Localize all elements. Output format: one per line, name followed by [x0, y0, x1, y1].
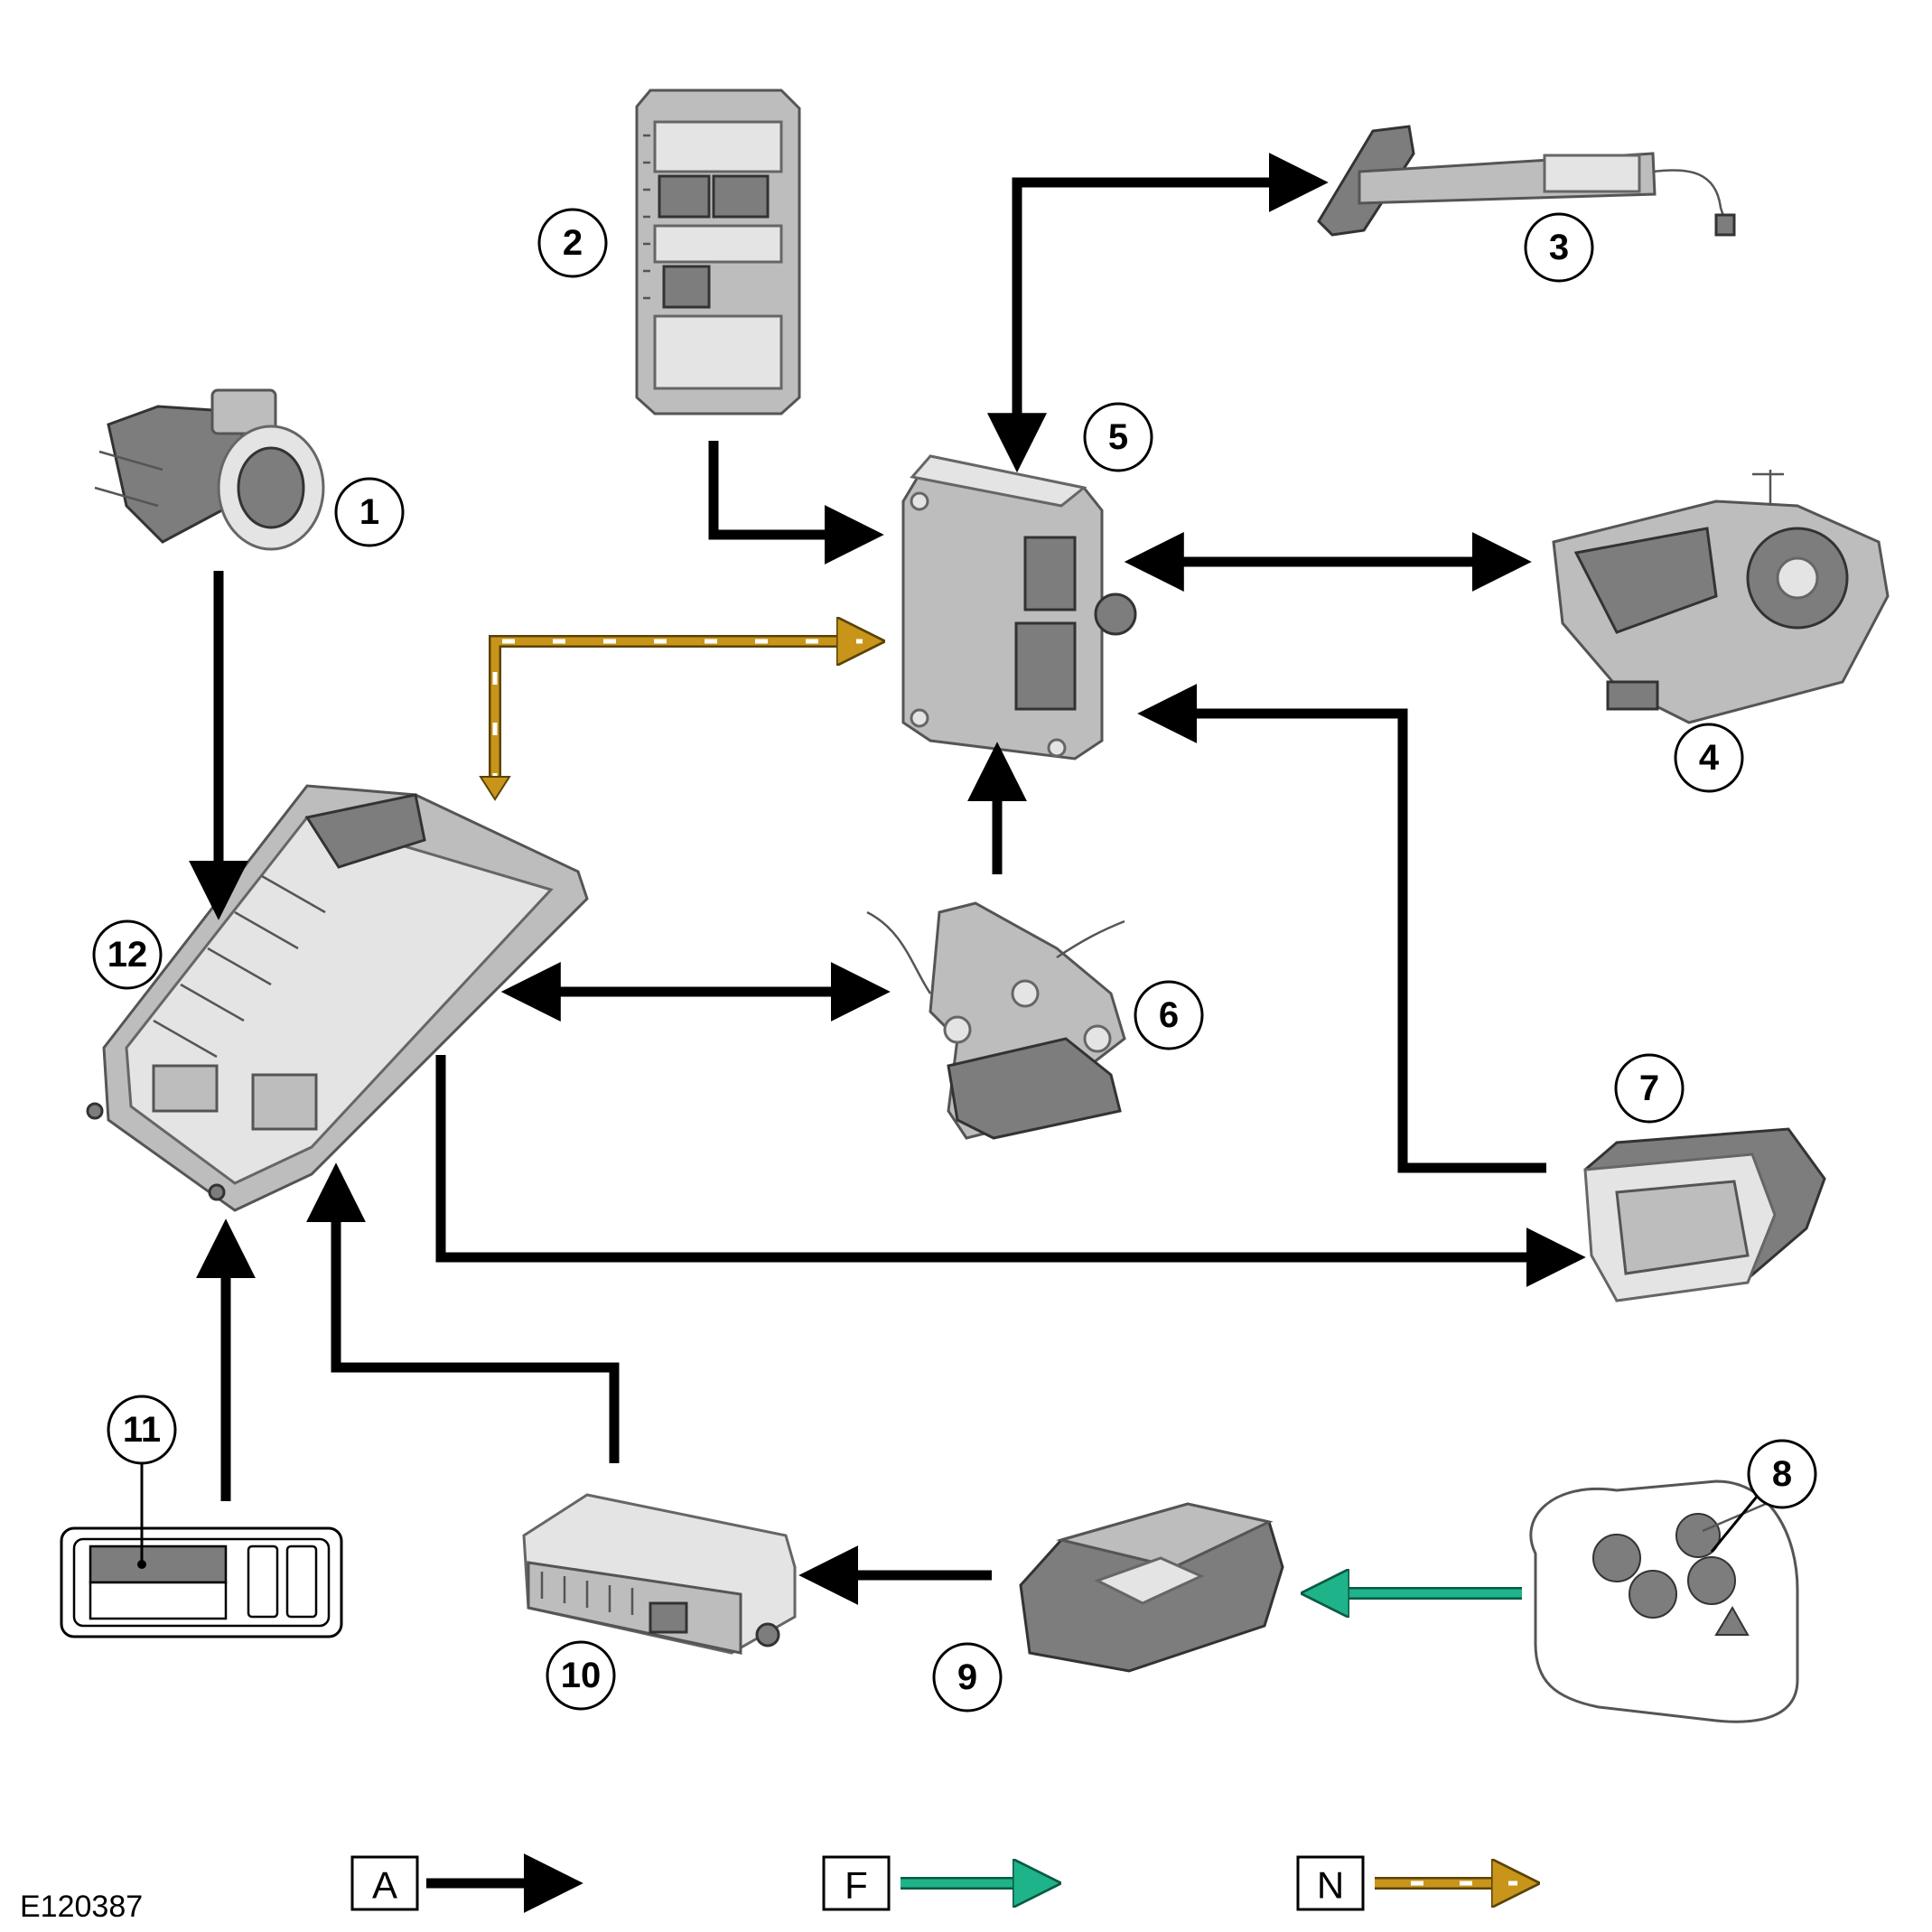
svg-text:10: 10 [561, 1656, 602, 1695]
svg-text:6: 6 [1159, 995, 1179, 1035]
arrow-a-7-to-5 [1137, 684, 1546, 1173]
arrow-a-12-to-7 [435, 1055, 1586, 1287]
component-5-tailgate-module [901, 454, 1137, 761]
component-3-power-strut [1317, 125, 1736, 237]
svg-text:1: 1 [359, 492, 379, 532]
arrow-a-5-3-bidirectional [987, 153, 1329, 473]
callout-2: 2 [537, 208, 608, 278]
component-1-ignition-reader [94, 388, 325, 551]
component-12-rear-junction-box [86, 784, 589, 1212]
svg-text:2: 2 [563, 223, 583, 263]
component-10-keyless-module [522, 1493, 797, 1655]
svg-text:9: 9 [957, 1657, 977, 1697]
callout-12: 12 [92, 919, 163, 990]
figure-reference: E120387 [20, 1890, 143, 1924]
component-2-central-junction-box [635, 89, 801, 415]
callout-10: 10 [546, 1640, 616, 1711]
legend-a: A [350, 1853, 583, 1913]
svg-text:12: 12 [107, 935, 148, 975]
component-7-release-switch [1583, 1127, 1826, 1302]
legend-n: N [1296, 1855, 1517, 1911]
callout-6: 6 [1134, 980, 1204, 1050]
component-11-switch-panel [60, 1526, 343, 1638]
svg-text:F: F [845, 1864, 868, 1907]
callout-4: 4 [1674, 723, 1744, 793]
callout-8: 8 [1747, 1439, 1817, 1509]
svg-text:3: 3 [1549, 228, 1569, 267]
svg-text:5: 5 [1108, 417, 1128, 457]
component-9-rf-receiver [1019, 1502, 1284, 1673]
callout-3: 3 [1524, 212, 1594, 283]
arrow-a-2-to-5 [708, 441, 884, 565]
legend-f: F [822, 1855, 1039, 1911]
callout-5: 5 [1083, 402, 1153, 472]
svg-text:8: 8 [1772, 1454, 1792, 1494]
callout-7: 7 [1614, 1053, 1685, 1124]
arrow-a-10-to-12 [306, 1162, 620, 1463]
svg-text:4: 4 [1699, 738, 1720, 778]
svg-text:7: 7 [1639, 1069, 1659, 1108]
callout-8-leader [1710, 1496, 1759, 1553]
callout-9: 9 [932, 1642, 1003, 1713]
component-4-tailgate-latch [1552, 470, 1890, 724]
arrow-n-12-5-bidirectional [479, 641, 863, 801]
component-8-smart-key [1529, 1479, 1799, 1723]
component-6-cinch-latch [866, 901, 1126, 1140]
svg-text:11: 11 [123, 1410, 161, 1450]
callout-11: 11 [107, 1395, 177, 1569]
svg-text:A: A [372, 1864, 397, 1907]
callout-1: 1 [334, 477, 405, 547]
svg-text:N: N [1317, 1864, 1344, 1907]
